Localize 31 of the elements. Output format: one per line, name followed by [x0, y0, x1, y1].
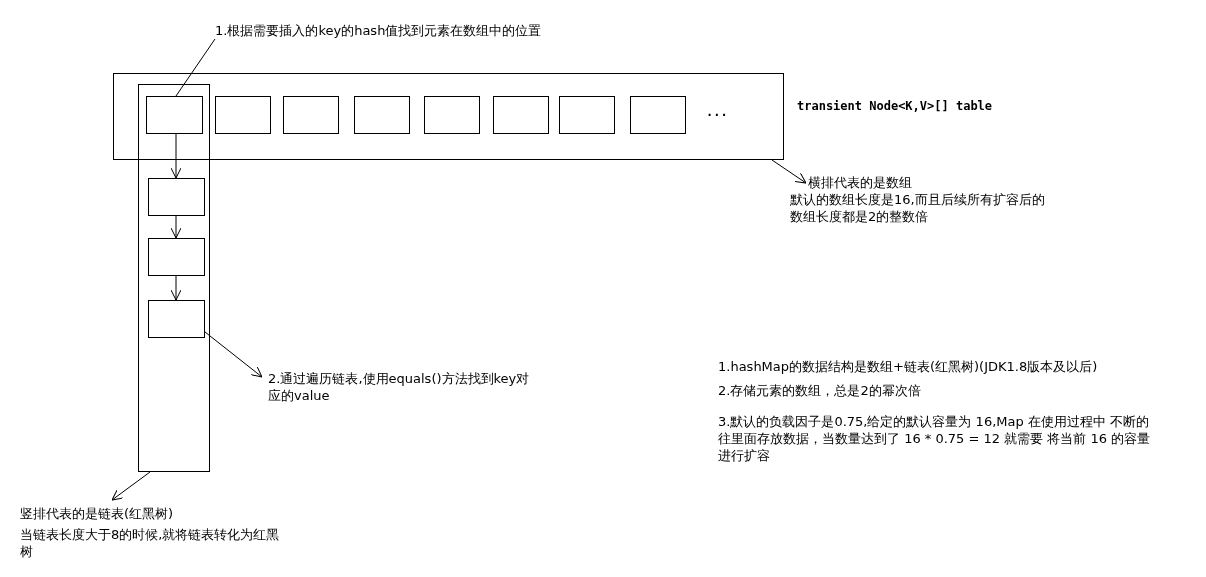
- leader-line: [175, 38, 216, 97]
- linked-list-column: [138, 84, 210, 472]
- code-label: transient Node<K,V>[] table: [797, 98, 993, 115]
- annotation-text: 默认的数组长度是16,而且后续所有扩容后的数组长度都是2的整数倍: [790, 191, 1046, 225]
- arrow: [170, 133, 182, 179]
- arrow: [111, 471, 151, 501]
- list-node-box: [148, 238, 205, 276]
- annotation-text: 当链表长度大于8的时候,就将链表转化为红黑树: [20, 526, 281, 560]
- arrow: [170, 275, 182, 301]
- array-cell: [146, 96, 203, 134]
- arrow: [170, 215, 182, 239]
- array-cell: [493, 96, 549, 134]
- array-cell: [559, 96, 615, 134]
- array-cell: [630, 96, 686, 134]
- array-cell: [424, 96, 480, 134]
- list-node-box: [148, 300, 205, 338]
- list-node-box: [148, 178, 205, 216]
- note-text: 3.默认的负载因子是0.75,给定的默认容量为 16,Map 在使用过程中 不断的往里面存放数据，当数量达到了 16 * 0.75 = 12 就需要 将当前 16 的容量进行扩容: [718, 413, 1152, 464]
- array-cell: [283, 96, 339, 134]
- arrow: [771, 159, 807, 184]
- ellipsis: ...: [706, 104, 728, 121]
- arrow: [204, 331, 263, 378]
- note-text: 1.hashMap的数据结构是数组+链表(红黑树)(JDK1.8版本及以后): [718, 358, 1099, 375]
- annotation-text: 2.通过遍历链表,使用equals()方法找到key对应的value: [268, 370, 531, 404]
- note-text: 2.存储元素的数组，总是2的幂次倍: [718, 382, 922, 399]
- array-cell: [354, 96, 410, 134]
- annotation-text: 1.根据需要插入的key的hash值找到元素在数组中的位置: [215, 22, 543, 39]
- annotation-heading: 竖排代表的是链表(红黑树): [20, 505, 175, 522]
- array-cell: [215, 96, 271, 134]
- annotation-heading: 横排代表的是数组: [807, 174, 913, 191]
- array-box: [113, 73, 784, 160]
